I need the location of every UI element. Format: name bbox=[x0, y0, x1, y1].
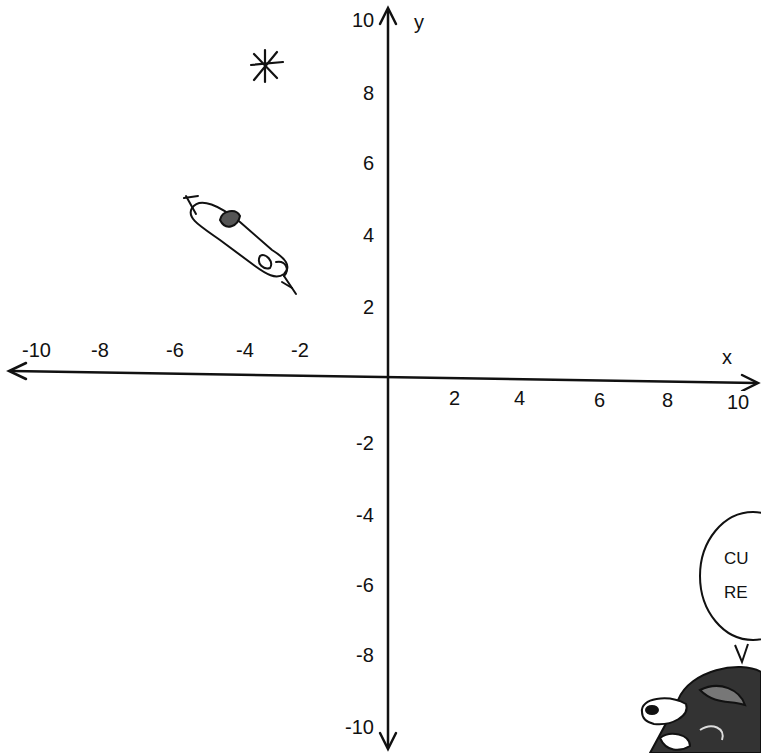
tick-number: 8 bbox=[361, 82, 376, 104]
tick-number: 10 bbox=[725, 391, 751, 413]
tick-number: 6 bbox=[592, 389, 607, 411]
axis-arrowhead bbox=[742, 375, 758, 391]
axis-arrowhead bbox=[380, 8, 396, 24]
bubble-text: CU RE bbox=[724, 542, 758, 610]
axis-arrowhead bbox=[9, 363, 26, 379]
tick-number: -10 bbox=[343, 716, 376, 738]
axis-name: y bbox=[412, 11, 426, 33]
tick-number: 6 bbox=[361, 152, 376, 174]
tick-number: 10 bbox=[350, 9, 376, 31]
tick-number: -2 bbox=[354, 432, 376, 454]
tick-number: -6 bbox=[164, 339, 186, 361]
tick-number: 2 bbox=[361, 296, 376, 318]
axis-arrowhead bbox=[380, 733, 396, 749]
tick-number: -10 bbox=[20, 339, 53, 361]
tick-number: 2 bbox=[447, 387, 462, 409]
tick-number: -4 bbox=[234, 339, 256, 361]
y-axis bbox=[387, 12, 390, 745]
speech-bubble: CU RE bbox=[698, 510, 761, 642]
tick-number: 4 bbox=[512, 387, 527, 409]
asterisk-symbol bbox=[251, 50, 283, 82]
tick-number: -2 bbox=[289, 339, 311, 361]
x-axis bbox=[12, 371, 756, 383]
tick-number: -8 bbox=[89, 339, 111, 361]
tick-number: 4 bbox=[361, 224, 376, 246]
cartoon-dog-drawing bbox=[642, 644, 761, 753]
tick-number: -4 bbox=[354, 504, 376, 526]
tick-number: 8 bbox=[660, 389, 675, 411]
axis-name: x bbox=[720, 346, 734, 368]
airplane-drawing bbox=[184, 196, 296, 294]
tick-number: -6 bbox=[354, 574, 376, 596]
bubble-outline bbox=[698, 510, 761, 642]
tick-number: -8 bbox=[354, 644, 376, 666]
